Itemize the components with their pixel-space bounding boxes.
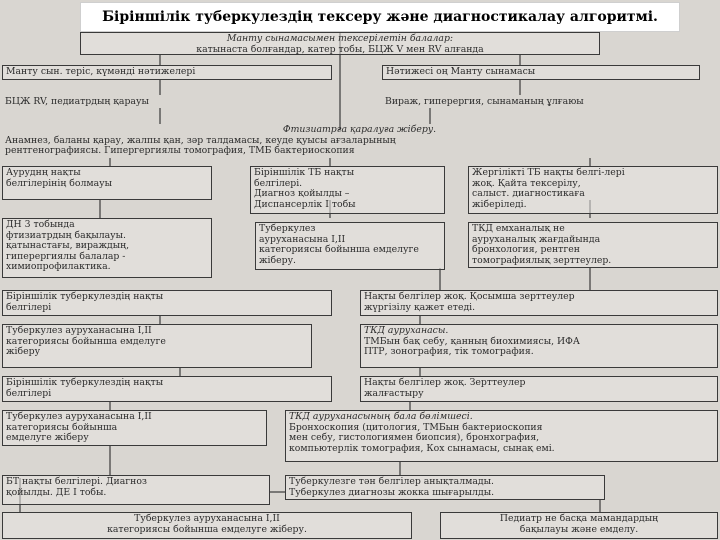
tkd-outpatient-box: ТКД емханалық не ауруханалық жағдайында …	[468, 222, 718, 268]
mantu-screening-box: Манту сынамасымен тексерілетін балалар: …	[80, 32, 600, 55]
primary-tb-signs-box-2: Біріншілік туберкулездің нақты белгілері	[2, 290, 332, 316]
pediatrician-followup-box: Педиатр не басқа мамандардың бақылауы жә…	[440, 512, 718, 539]
page-title: Біріншілік туберкулездің тексеру және ди…	[80, 2, 680, 32]
tb-hospital-referral-box-3: Туберкулез ауруханасына I,II категориясы…	[2, 410, 267, 446]
no-signs-box-3: Нақты белгілер жоқ. Зерттеулер жалғастыр…	[360, 376, 718, 402]
local-tb-signs-absent-box: Жергілікті ТБ нақты белгі-лері жоқ. Қайт…	[468, 166, 718, 214]
tb-excluded-box: Туберкулезге тән белгілер анықталмады. Т…	[285, 475, 605, 500]
tb-hospital-referral-box-1: Туберкулез ауруханасына I,II категориясы…	[255, 222, 445, 270]
tkd-hospital-box: ТКД ауруханасы. ТМБын бақ себу, қанның б…	[360, 324, 718, 368]
tb-hospital-referral-box-2: Туберкулез ауруханасына I,II категориясы…	[2, 324, 312, 368]
phthisiatrist-referral-text: Фтизиатрға қаралуға жіберу. Анамнез, бал…	[5, 124, 437, 157]
mantu-positive-box: Нәтижесі оң Манту сынамасы	[382, 65, 700, 80]
primary-tb-signs-box-3: Біріншілік туберкулездің нақты белгілері	[2, 376, 332, 402]
no-signs-box-2: Нақты белгілер жоқ. Қосымша зерттеулер ж…	[360, 290, 718, 316]
tb-hospital-referral-box-4: Туберкулез ауруханасына I,II категориясы…	[2, 512, 412, 539]
viraj-text: Вираж, гиперергия, сынаманың ұлғаюы	[385, 96, 584, 107]
bt-diagnosis-box: БТ нақты белгілері. Диагноз қойылды. ДЕ …	[2, 475, 270, 505]
dispensary-group-3-box: ДН 3 тобында фтизиатрдың бақылауы. қатын…	[2, 218, 212, 278]
primary-tb-signs-box: Біріншілік ТБ нақты белгілері. Диагноз қ…	[250, 166, 445, 214]
mantu-negative-box: Манту сын. теріс, күмәнді нәтижелері	[2, 65, 332, 80]
tkd-children-department-box: ТКД ауруханасының бала бөлімшесі. Бронхо…	[285, 410, 718, 462]
bcg-rv-text: БЦЖ RV, педиатрдың қарауы	[5, 96, 149, 107]
no-signs-box: Ауруднң нақты белгілерінің болмауы	[2, 166, 212, 200]
